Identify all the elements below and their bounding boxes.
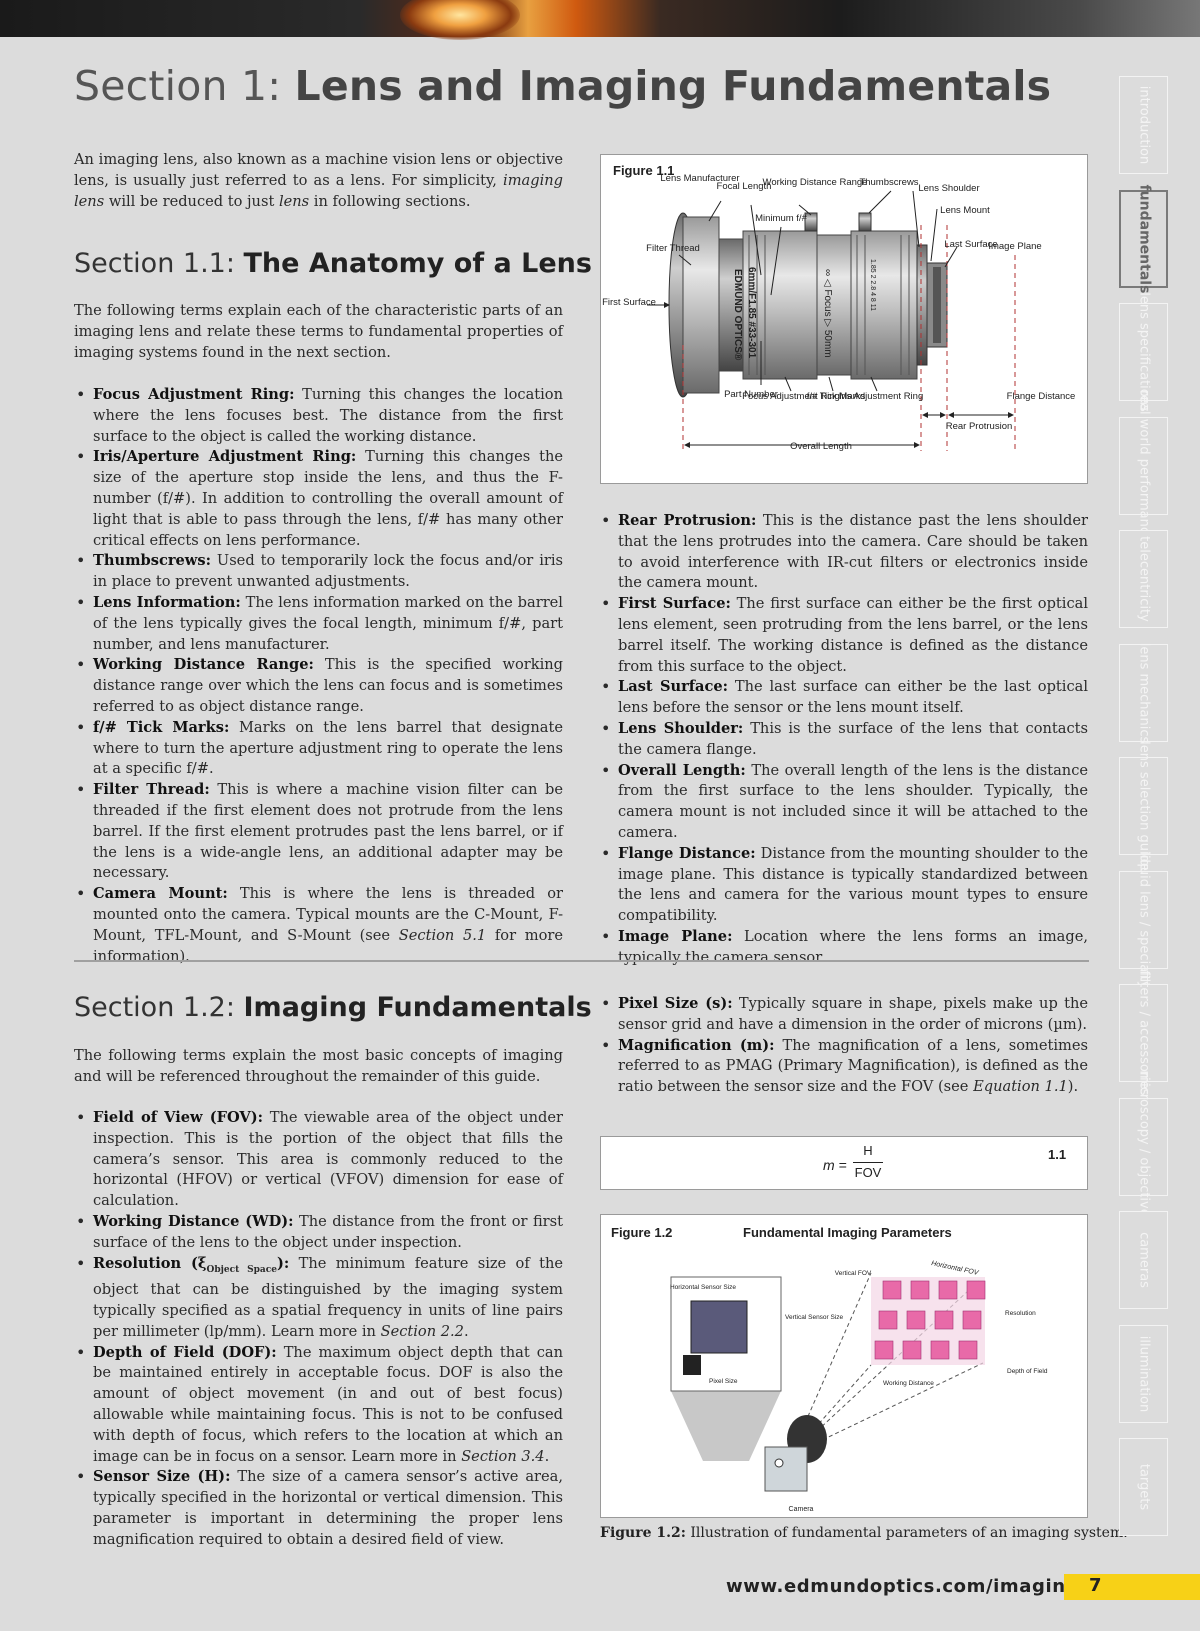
side-tab-real-world-performance[interactable]: real world performance <box>1119 390 1168 541</box>
section-1-1-heading: Section 1.1: The Anatomy of a Lens <box>74 248 592 279</box>
definition-item: Image Plane: Location where the lens for… <box>599 927 1088 969</box>
callout-flange-distance: Flange Distance <box>1007 391 1076 402</box>
definition-item: Magnification (m): The magnification of … <box>599 1036 1088 1098</box>
definition-item: Filter Thread: This is where a machine v… <box>74 780 563 884</box>
footer-url[interactable]: www.edmundoptics.com/imaging <box>726 1576 1080 1597</box>
header-banner-image <box>0 0 1200 40</box>
equation-1-1: m = H FOV 1.1 <box>600 1136 1088 1190</box>
callout-tick-marks: f/# Tick Marks <box>807 391 866 402</box>
svg-text:Pixel Size: Pixel Size <box>709 1378 738 1385</box>
definition-item: Resolution (ξObject Space): The minimum … <box>74 1254 563 1343</box>
definition-item: Depth of Field (DOF): The maximum object… <box>74 1343 563 1468</box>
callout-lens-mount: Lens Mount <box>940 205 990 216</box>
figure-label: Figure 1.2 <box>611 1225 673 1240</box>
definition-item: Flange Distance: Distance from the mount… <box>599 844 1088 927</box>
imaging-term-list: Field of View (FOV): The viewable area o… <box>74 1108 563 1551</box>
callout-last-surface: Last Surface <box>944 239 997 250</box>
page-number-badge: 7 <box>1064 1574 1200 1600</box>
definition-item: Sensor Size (H): The size of a camera se… <box>74 1467 563 1550</box>
anatomy-term-list: Focus Adjustment Ring: Turning this chan… <box>74 385 563 967</box>
definition-item: Pixel Size (s): Typically square in shap… <box>599 994 1088 1036</box>
callout-minimum-f: Minimum f/# <box>755 213 807 224</box>
side-tab-microscopy-objectives[interactable]: microscopy / objectives <box>1119 1070 1168 1223</box>
callout-overall-length: Overall Length <box>790 441 852 452</box>
definition-item: Overall Length: The overall length of th… <box>599 761 1088 844</box>
side-tab-fundamentals[interactable]: fundamentals <box>1119 184 1168 293</box>
section-1-1-intro: The following terms explain each of the … <box>74 302 563 361</box>
callout-first-surface: First Surface <box>602 297 656 308</box>
callout-lens-shoulder: Lens Shoulder <box>918 183 979 194</box>
side-tab-filters-accessories[interactable]: filters / accessories <box>1119 970 1168 1096</box>
barrel-fstop-text: 1.85 2 2.8 4 8 11 <box>869 259 876 311</box>
definition-item: Rear Protrusion: This is the distance pa… <box>599 511 1088 594</box>
imaging-parameters-diagram: Horizontal Sensor Size Vertical Sensor S… <box>670 1260 1048 1513</box>
imaging-term-list-continued: Pixel Size (s): Typically square in shap… <box>599 994 1088 1098</box>
barrel-brand-text: EDMUND OPTICS® <box>732 269 743 361</box>
svg-text:Horizontal FOV: Horizontal FOV <box>931 1260 981 1277</box>
side-tab-liquid-lens-specialty[interactable]: liquid lens / specialty <box>1119 851 1168 988</box>
callout-focal-length: Focal Length <box>717 181 772 192</box>
side-tab-telecentricity[interactable]: telecentricity <box>1119 530 1168 628</box>
barrel-focus-text: ∞ ◁ Focus ▷ 50mm <box>822 269 833 358</box>
svg-text:Horizontal Sensor Size: Horizontal Sensor Size <box>670 1284 736 1291</box>
definition-item: Working Distance Range: This is the spec… <box>74 655 563 717</box>
callout-part-number: Part Number <box>724 389 778 400</box>
equation-denominator: FOV <box>854 1165 882 1180</box>
section-divider <box>74 960 1089 962</box>
page-title: Section 1: Lens and Imaging Fundamentals <box>74 62 1052 110</box>
figure-title: Fundamental Imaging Parameters <box>743 1225 952 1240</box>
definition-item: First Surface: The first surface can eit… <box>599 594 1088 677</box>
figure-1-2: Figure 1.2 Fundamental Imaging Parameter… <box>600 1214 1088 1518</box>
definition-item: f/# Tick Marks: Marks on the lens barrel… <box>74 718 563 780</box>
callout-rear-protrusion: Rear Protrusion <box>946 421 1013 432</box>
definition-item: Camera Mount: This is where the lens is … <box>74 884 563 967</box>
callout-iris-ring: Iris Adjustment Ring <box>839 391 923 402</box>
figure-1-1: Figure 1.1 EDMUND OPTICS® 6mm/F1.85 #33-… <box>600 154 1088 484</box>
svg-text:Vertical Sensor Size: Vertical Sensor Size <box>785 1314 844 1321</box>
side-tab-introduction[interactable]: introduction <box>1119 76 1168 174</box>
side-tab-lens-selection-guide[interactable]: lens selection guide <box>1119 741 1168 871</box>
equation-number: 1.1 <box>1048 1147 1067 1162</box>
intro-paragraph: An imaging lens, also known as a machine… <box>74 151 563 210</box>
svg-text:Depth of Field: Depth of Field <box>1007 1368 1048 1375</box>
callout-thumbscrews: Thumbscrews <box>859 177 918 188</box>
section-1-2-heading: Section 1.2: Imaging Fundamentals <box>74 992 592 1023</box>
definition-item: Lens Shoulder: This is the surface of th… <box>599 719 1088 761</box>
callout-filter-thread: Filter Thread <box>646 243 700 254</box>
callout-working-distance-range: Working Distance Range <box>763 177 868 188</box>
callout-image-plane: Image Plane <box>988 241 1041 252</box>
svg-text:Camera: Camera <box>789 1506 814 1513</box>
figure-1-2-caption: Figure 1.2: Illustration of fundamental … <box>600 1525 1128 1541</box>
lens-anatomy-diagram: EDMUND OPTICS® 6mm/F1.85 #33-301 ∞ ◁ Foc… <box>602 173 1076 452</box>
callout-lens-manufacturer: Lens Manufacturer <box>660 173 739 184</box>
figure-label: Figure 1.1 <box>613 163 675 178</box>
definition-item: Focus Adjustment Ring: Turning this chan… <box>74 385 563 447</box>
definition-item: Field of View (FOV): The viewable area o… <box>74 1108 563 1212</box>
callout-focus-ring: Focus Adjustment Ring <box>742 391 840 402</box>
anatomy-term-list-continued: Rear Protrusion: This is the distance pa… <box>599 511 1088 969</box>
barrel-spec-text: 6mm/F1.85 #33-301 <box>746 267 757 359</box>
definition-item: Lens Information: The lens information m… <box>74 593 563 655</box>
svg-text:Working Distance: Working Distance <box>883 1380 934 1387</box>
equation-numerator: H <box>863 1143 873 1158</box>
svg-text:Resolution: Resolution <box>1005 1310 1036 1317</box>
definition-item: Working Distance (WD): The distance from… <box>74 1212 563 1254</box>
side-tab-lens-mechanics[interactable]: lens mechanics <box>1119 642 1168 743</box>
definition-item: Last Surface: The last surface can eithe… <box>599 677 1088 719</box>
svg-text:Vertical FOV: Vertical FOV <box>835 1270 872 1277</box>
section-1-2-intro: The following terms explain the most bas… <box>74 1047 563 1085</box>
side-tab-cameras[interactable]: cameras <box>1119 1211 1168 1309</box>
side-tab-illumination[interactable]: illumination <box>1119 1324 1168 1423</box>
definition-item: Thumbscrews: Used to temporarily lock th… <box>74 551 563 593</box>
side-tab-lens-specifications[interactable]: lens specifications <box>1119 292 1168 412</box>
side-tab-targets[interactable]: targets <box>1119 1438 1168 1536</box>
definition-item: Iris/Aperture Adjustment Ring: Turning t… <box>74 447 563 551</box>
